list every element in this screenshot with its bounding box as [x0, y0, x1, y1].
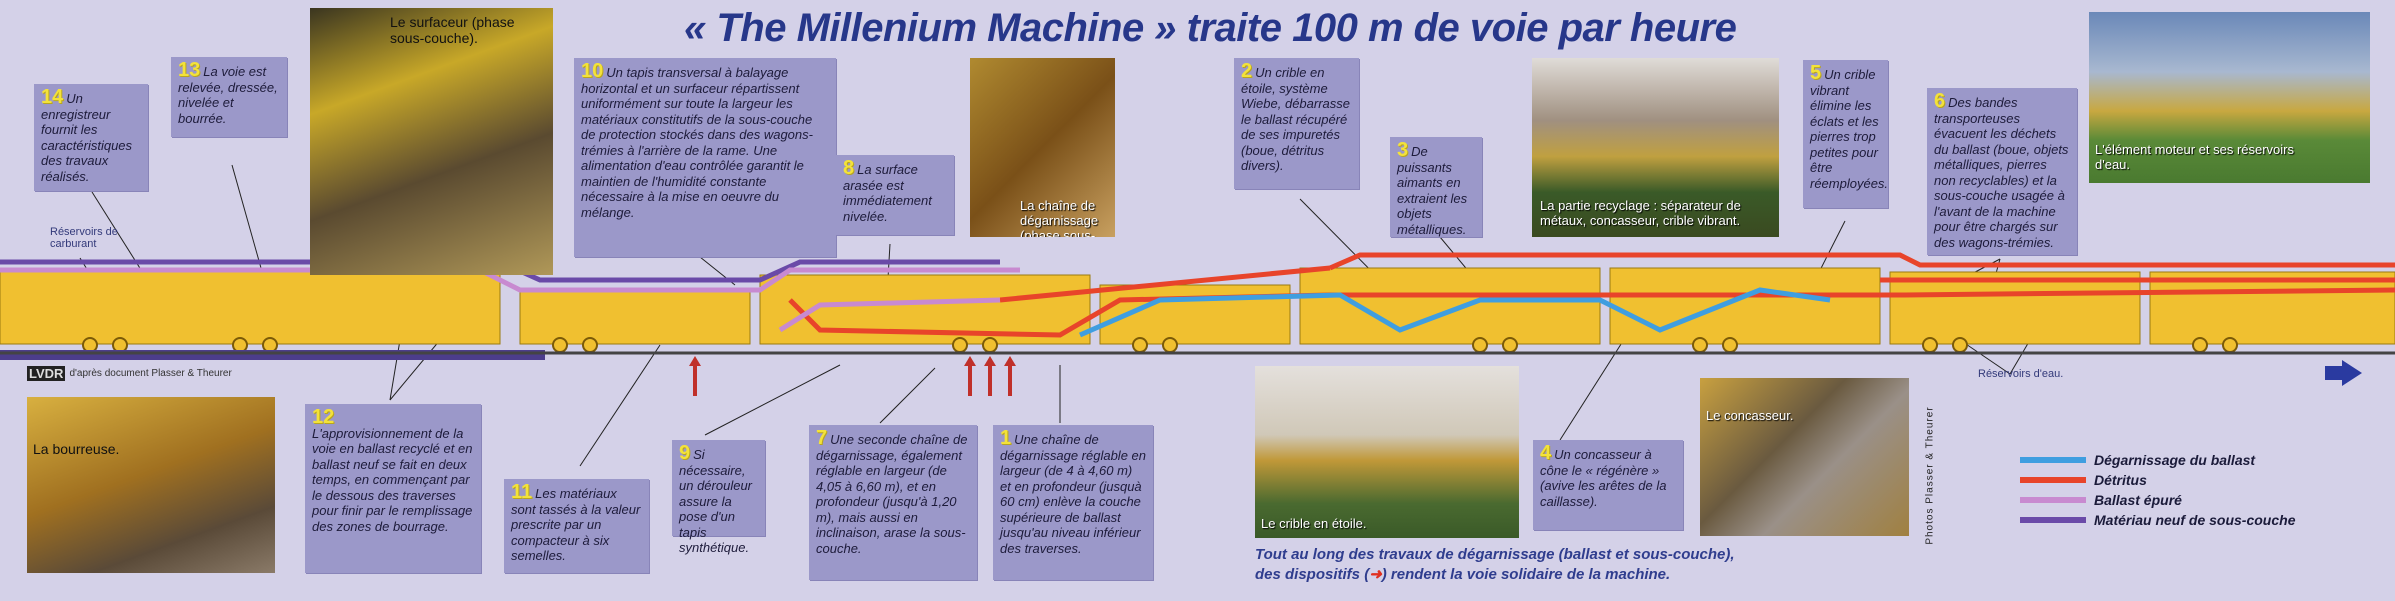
photo-caption: La partie recyclage : séparateur de méta…	[1540, 198, 1741, 228]
legend: Dégarnissage du ballast Détritus Ballast…	[2020, 450, 2295, 530]
wheels	[82, 337, 2238, 353]
caption-line: des dispositifs (➜) rendent la voie soli…	[1255, 565, 1735, 585]
caption-text: ) rendent la voie solidaire de la machin…	[1381, 566, 1671, 583]
machine-bodies	[0, 267, 2395, 345]
step-number: 9	[679, 442, 691, 464]
legend-swatch	[2020, 477, 2086, 483]
photo-caption: Le surfaceur (phase sous-couche).	[390, 14, 515, 46]
step-text: Un concasseur à cône le « régénère » (av…	[1540, 447, 1667, 509]
water-tanks-label: Réservoirs d'eau.	[1978, 368, 2064, 380]
legend-swatch	[2020, 457, 2086, 463]
step-number: 2	[1241, 60, 1253, 82]
photo-caption: La chaîne de dégarnissage (phase sous-co…	[1020, 198, 1099, 237]
legend-label: Détritus	[2094, 472, 2147, 488]
photo-bourreuse: La bourreuse.	[27, 397, 275, 573]
purple-band	[0, 350, 545, 360]
photo-chaine: La chaîne de dégarnissage (phase sous-co…	[970, 58, 1115, 237]
photo-caption: La bourreuse.	[33, 441, 120, 457]
photo-caption: Le crible en étoile.	[1261, 516, 1367, 531]
step-number: 1	[1000, 427, 1012, 449]
photo-surfaceur: Le surfaceur (phase sous-couche).	[310, 8, 553, 275]
step-text: Une chaîne de dégarnissage réglable en l…	[1000, 432, 1146, 556]
step-text: Un tapis transversal à balayage horizont…	[581, 65, 813, 220]
photo-caption: L'élément moteur et ses réservoirs d'eau…	[2095, 142, 2295, 172]
step-number: 12	[312, 406, 335, 428]
step-text: Des bandes transporteuses évacuent les d…	[1934, 95, 2069, 250]
photo-credit: Photos Plasser & Theurer	[1924, 406, 1936, 545]
step-text: Si nécessaire, un dérouleur assure la po…	[679, 447, 752, 555]
credit: LVDR d'après document Plasser & Theurer	[27, 366, 232, 381]
track-clamp-arrows	[689, 356, 1016, 396]
step-number: 11	[511, 481, 533, 503]
credit-text: d'après document Plasser & Theurer	[69, 368, 232, 379]
step-number: 4	[1540, 442, 1552, 464]
photo-moteur: L'élément moteur et ses réservoirs d'eau…	[2089, 12, 2370, 183]
lvdr-logo: LVDR	[27, 366, 66, 381]
step-number: 6	[1934, 90, 1946, 112]
step-number: 8	[843, 157, 855, 179]
step-text: L'approvisionnement de la voie en ballas…	[312, 425, 473, 534]
step-number: 3	[1397, 139, 1409, 161]
legend-label: Dégarnissage du ballast	[2094, 452, 2256, 468]
photo-recyclage: La partie recyclage : séparateur de méta…	[1532, 58, 1779, 237]
page-title: « The Millenium Machine » traite 100 m d…	[684, 6, 1737, 50]
legend-item: Matériau neuf de sous-couche	[2020, 510, 2295, 530]
legend-item: Ballast épuré	[2020, 490, 2295, 510]
step-number: 13	[178, 59, 201, 81]
legend-item: Détritus	[2020, 470, 2295, 490]
step-text: La voie est relevée, dressée, nivelée et…	[178, 64, 278, 126]
step-number: 5	[1810, 62, 1822, 84]
step-text: Un crible vibrant élimine les éclats et …	[1810, 67, 1889, 191]
caption-line: Tout au long des travaux de dégarnissage…	[1255, 546, 1735, 563]
step-text: De puissants aimants en extraient les ob…	[1397, 144, 1468, 237]
legend-swatch	[2020, 497, 2086, 503]
step-text: Un enregistreur fournit les caractéristi…	[41, 91, 133, 184]
legend-swatch	[2020, 517, 2086, 523]
red-arrow-icon: ➜	[1369, 566, 1382, 583]
leader-lines	[79, 164, 2031, 467]
step-text: La surface arasée est immédiatement nive…	[843, 162, 932, 224]
step-number: 7	[816, 427, 828, 449]
step-number: 14	[41, 86, 64, 108]
step-number: 10	[581, 60, 604, 82]
photo-crible: Le crible en étoile.	[1255, 366, 1519, 538]
photo-caption: Le concasseur.	[1706, 408, 1794, 423]
legend-label: Matériau neuf de sous-couche	[2094, 512, 2296, 528]
caption-text: des dispositifs (	[1255, 566, 1370, 583]
step-text: Un crible en étoile, système Wiebe, déba…	[1241, 65, 1350, 173]
photo-concasseur: Le concasseur.	[1700, 378, 1909, 536]
fuel-tanks-label: Réservoirs de carburant	[50, 226, 118, 250]
flow-lines	[0, 252, 2395, 338]
legend-item: Dégarnissage du ballast	[2020, 450, 2295, 470]
step-text: Les matériaux sont tassés à la valeur pr…	[511, 486, 641, 563]
direction-arrow-icon	[2325, 360, 2362, 386]
legend-label: Ballast épuré	[2094, 492, 2182, 508]
bottom-caption: Tout au long des travaux de dégarnissage…	[1255, 545, 1735, 585]
step-text: Une seconde chaîne de dégarnissage, égal…	[816, 432, 968, 556]
